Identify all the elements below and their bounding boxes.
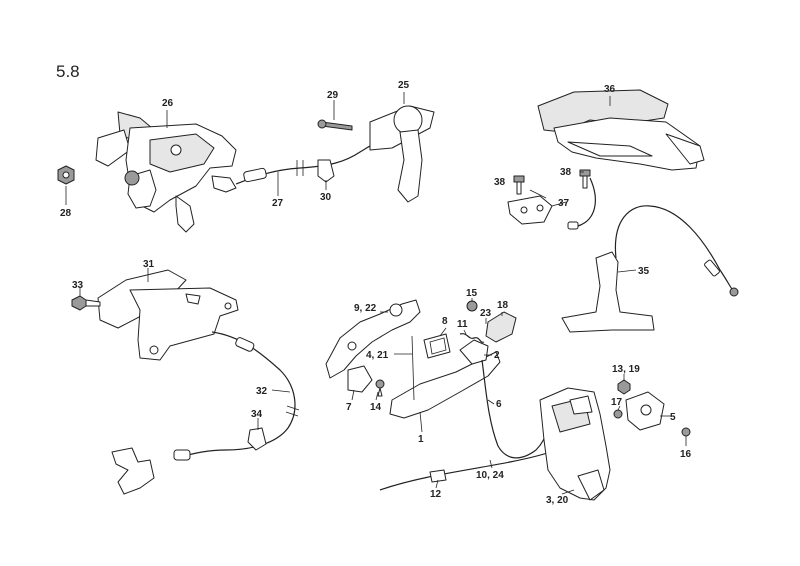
screw-part bbox=[317, 119, 353, 131]
callouts: 26 28 27 29 25 30 31 33 32 34 36 38 38 3… bbox=[60, 80, 692, 506]
cable-part-6 bbox=[481, 359, 549, 459]
spring-part bbox=[459, 333, 485, 343]
bolt-part-left bbox=[513, 175, 525, 195]
callout-1: 1 bbox=[418, 434, 424, 445]
t-handle-part bbox=[561, 205, 739, 333]
screw-part-14 bbox=[375, 379, 385, 397]
lock-rod-clip-part bbox=[111, 447, 155, 495]
callout-11: 11 bbox=[457, 319, 468, 330]
handle-carrier-part bbox=[325, 299, 421, 379]
screw-part-17 bbox=[613, 409, 623, 419]
callout-26: 26 bbox=[162, 98, 174, 109]
callout-4-21: 4, 21 bbox=[366, 350, 389, 361]
callout-36: 36 bbox=[604, 84, 616, 95]
callout-38a: 38 bbox=[494, 177, 506, 188]
callout-17: 17 bbox=[611, 397, 623, 408]
bolt-part-right bbox=[579, 169, 591, 189]
hood-latch-assembly bbox=[95, 111, 237, 233]
striker-bracket-part-5 bbox=[625, 391, 665, 431]
callout-37: 37 bbox=[558, 198, 570, 209]
callout-10-24: 10, 24 bbox=[476, 470, 504, 481]
bolt-part-33 bbox=[71, 295, 101, 311]
handle-cap-part bbox=[347, 365, 373, 393]
callout-28: 28 bbox=[60, 208, 72, 219]
rod-part-4-21 bbox=[411, 335, 415, 401]
cable-clip-hood bbox=[317, 159, 335, 183]
release-cable-trunk bbox=[567, 177, 596, 230]
end-cap-part-18 bbox=[485, 311, 517, 343]
callout-32: 32 bbox=[256, 386, 268, 397]
door-lock-part bbox=[539, 387, 611, 501]
callout-13-19: 13, 19 bbox=[612, 364, 640, 375]
outer-handle-part bbox=[389, 339, 501, 419]
release-cable-hood bbox=[235, 139, 383, 185]
callout-7: 7 bbox=[346, 402, 352, 413]
callout-30: 30 bbox=[320, 192, 332, 203]
callout-38b: 38 bbox=[560, 167, 572, 178]
nut-part bbox=[57, 165, 75, 185]
callout-16: 16 bbox=[680, 449, 692, 460]
leader-lines bbox=[65, 92, 687, 495]
callout-29: 29 bbox=[327, 90, 339, 101]
callout-25: 25 bbox=[398, 80, 410, 91]
bracket-part bbox=[507, 195, 553, 225]
callout-31: 31 bbox=[143, 259, 155, 270]
callout-8: 8 bbox=[442, 316, 448, 327]
nut-part-13-19 bbox=[617, 379, 631, 395]
cable-part-10-24 bbox=[379, 449, 557, 491]
callout-9-22: 9, 22 bbox=[354, 303, 377, 314]
callout-2: 2 bbox=[494, 350, 500, 361]
callout-34: 34 bbox=[251, 409, 263, 420]
callout-33: 33 bbox=[72, 280, 84, 291]
callout-27: 27 bbox=[272, 198, 284, 209]
callout-18: 18 bbox=[497, 300, 509, 311]
cable-clip-handle bbox=[247, 427, 267, 451]
section-number: 5.8 bbox=[56, 62, 80, 81]
callout-14: 14 bbox=[370, 402, 382, 413]
callout-15: 15 bbox=[466, 288, 478, 299]
callout-23: 23 bbox=[480, 308, 492, 319]
callout-12: 12 bbox=[430, 489, 442, 500]
handle-bracket-assembly bbox=[97, 269, 239, 361]
callout-3-20: 3, 20 bbox=[546, 495, 569, 506]
callout-5: 5 bbox=[670, 412, 676, 423]
clip-part-15 bbox=[466, 300, 478, 312]
callout-35: 35 bbox=[638, 266, 650, 277]
callout-6: 6 bbox=[496, 399, 502, 410]
release-lever-bracket bbox=[369, 105, 435, 203]
gasket-part bbox=[423, 333, 451, 359]
release-handle-housing bbox=[537, 89, 705, 171]
release-cable-handle bbox=[173, 331, 300, 461]
screw-part-16 bbox=[681, 427, 691, 437]
